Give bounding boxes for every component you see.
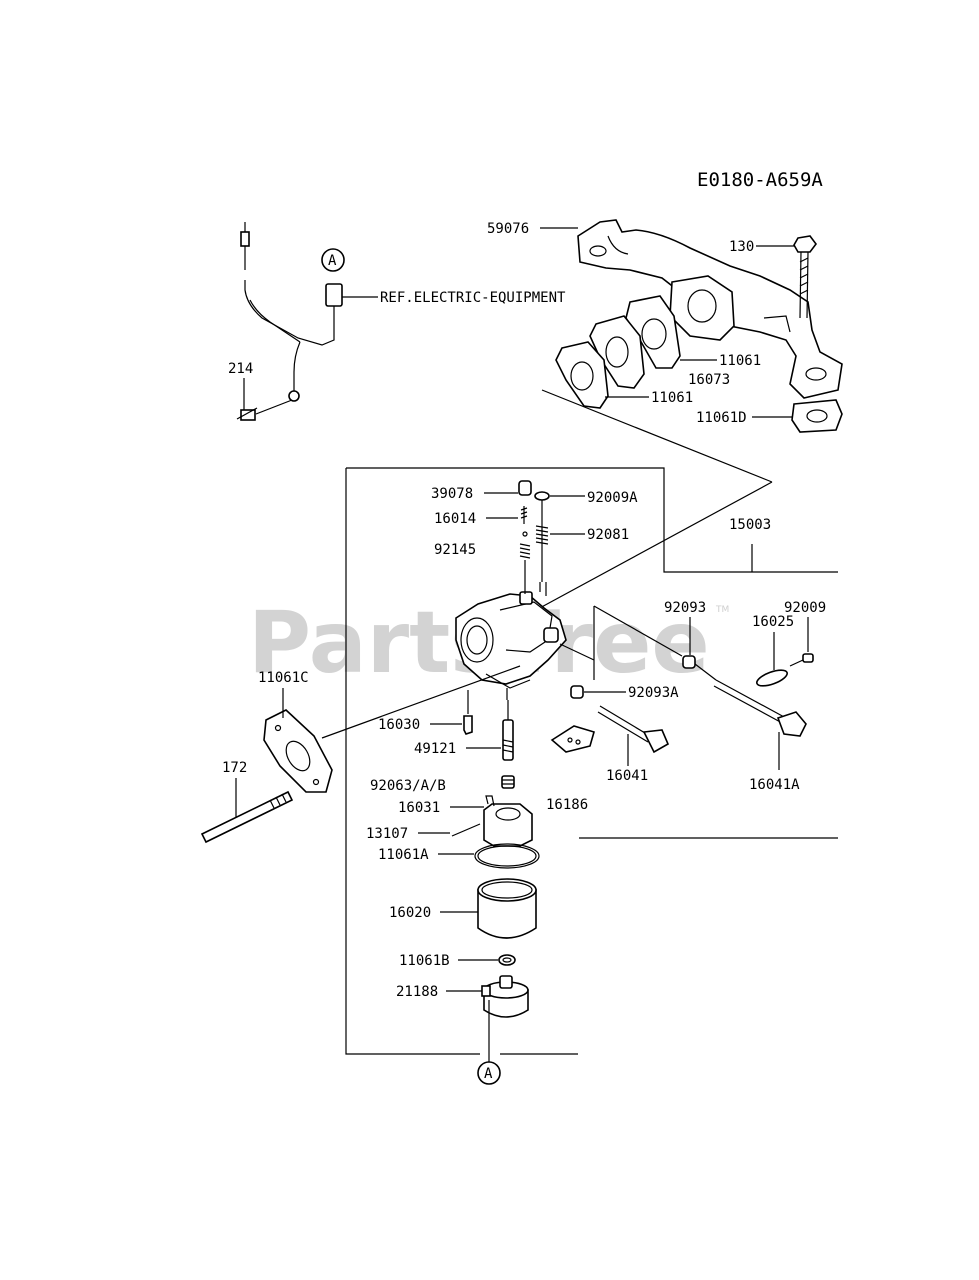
gasket-11061C	[263, 709, 333, 793]
watermark-tm: TM	[715, 605, 729, 615]
label-92063: 92063/A/B	[370, 778, 446, 794]
seal-92093A	[570, 685, 584, 699]
bowl-16020	[477, 878, 537, 939]
gasket-11061-lower	[555, 341, 609, 409]
label-16186: 16186	[546, 797, 588, 813]
insulator-11061-upper	[589, 315, 645, 389]
spring-92145	[519, 531, 531, 559]
label-11061-lower: 11061	[651, 390, 693, 406]
assembly-frame	[345, 389, 838, 1055]
leader-body	[559, 643, 595, 661]
screw-92009	[789, 653, 814, 667]
label-16041: 16041	[606, 768, 648, 784]
axis-line-flange	[321, 665, 521, 739]
label-11061C: 11061C	[258, 670, 309, 686]
screw-92009A	[534, 491, 550, 514]
label-13107: 13107	[366, 826, 408, 842]
ref-electric-equipment-note: REF.ELECTRIC-EQUIPMENT	[380, 290, 566, 306]
leader-92093	[593, 605, 683, 657]
stud-172	[200, 790, 294, 844]
label-49121: 49121	[414, 741, 456, 757]
svg-text:A: A	[328, 253, 337, 269]
label-59076: 59076	[487, 221, 529, 237]
label-172: 172	[222, 760, 247, 776]
label-16031: 16031	[398, 800, 440, 816]
label-92009: 92009	[784, 600, 826, 616]
float-16031	[483, 795, 533, 847]
marker-a-bottom: A	[477, 1061, 501, 1085]
label-130: 130	[729, 239, 754, 255]
label-15003: 15003	[729, 517, 771, 533]
label-16020: 16020	[389, 905, 431, 921]
label-92009A: 92009A	[587, 490, 638, 506]
label-11061D: 11061D	[696, 410, 747, 426]
part-16030	[463, 715, 473, 735]
plate-16025	[756, 669, 788, 687]
bolt-130	[793, 235, 817, 319]
diagram-code: E0180-A659A	[697, 169, 823, 191]
carburetor-body	[455, 582, 567, 689]
part-39078	[518, 480, 532, 496]
label-92093: 92093	[664, 600, 706, 616]
label-39078: 39078	[431, 486, 473, 502]
label-21188: 21188	[396, 984, 438, 1000]
shaft-16041A	[713, 679, 807, 737]
label-16014: 16014	[434, 511, 476, 527]
marker-a-top: A	[321, 248, 345, 272]
label-11061B: 11061B	[399, 953, 450, 969]
label-214: 214	[228, 361, 253, 377]
label-16030: 16030	[378, 717, 420, 733]
label-92145: 92145	[434, 542, 476, 558]
pin-13107	[451, 823, 481, 837]
label-16025: 16025	[752, 614, 794, 630]
label-16073: 16073	[688, 372, 730, 388]
wire-harness	[236, 222, 343, 421]
jet-92063	[501, 775, 515, 789]
label-11061A: 11061A	[378, 847, 429, 863]
jet-49121	[502, 719, 514, 761]
washer-11061B	[498, 954, 516, 966]
shaft-16041	[550, 705, 670, 754]
label-16041A: 16041A	[749, 777, 800, 793]
leader-shaft-a	[694, 663, 717, 681]
label-11061-upper: 11061	[719, 353, 761, 369]
label-92081: 92081	[587, 527, 629, 543]
screw-16014	[520, 506, 528, 524]
svg-text:A: A	[484, 1066, 493, 1082]
label-92093A: 92093A	[628, 685, 679, 701]
seal-92093	[682, 655, 696, 669]
gasket-11061D	[791, 399, 843, 433]
oring-11061A	[474, 843, 540, 869]
exhaust-manifold	[577, 219, 843, 399]
